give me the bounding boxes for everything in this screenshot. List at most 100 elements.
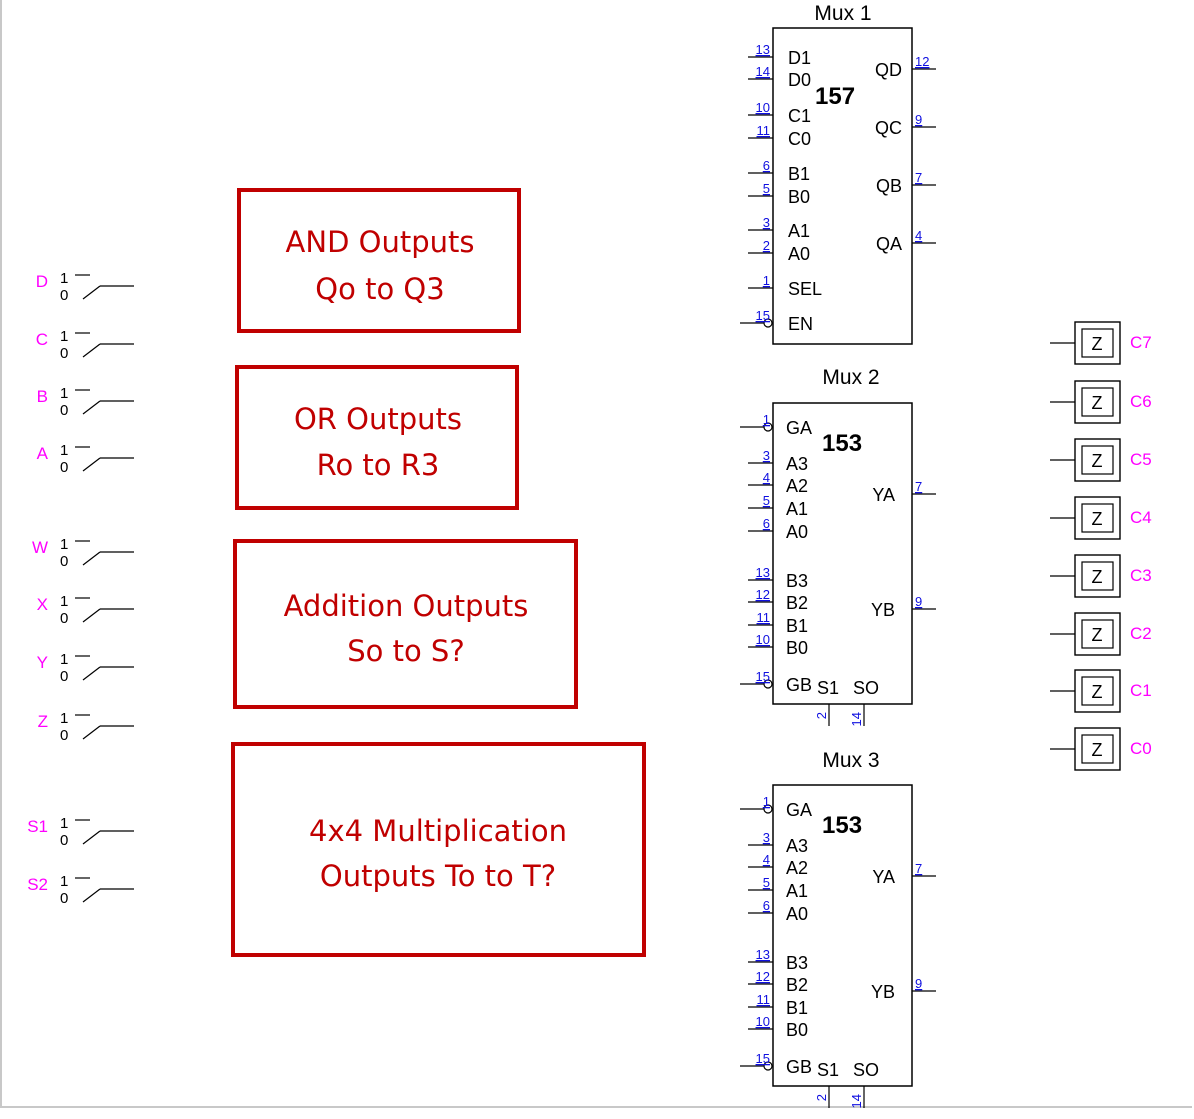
pin-name: A2 [786, 476, 808, 496]
probe-inner-box [1081, 328, 1114, 358]
pin-number: 4 [915, 228, 922, 243]
switch-low-label: 0 [60, 345, 68, 362]
pin-name: D1 [788, 48, 811, 68]
switch-low-label: 0 [60, 668, 68, 685]
pin-number: 11 [757, 992, 771, 1007]
inversion-bubble [763, 422, 773, 432]
pin-name: YB [871, 600, 895, 620]
switch-high-label: 1 [60, 873, 68, 890]
switch-lever [82, 666, 101, 681]
mux1-part-number: 157 [815, 83, 855, 110]
pin-number: 5 [763, 493, 770, 508]
pin-number: 15 [756, 308, 770, 323]
pin-number: 12 [915, 54, 929, 69]
inversion-bubble [763, 318, 773, 328]
pin-name: B0 [786, 1020, 808, 1040]
switch-lever [82, 343, 101, 358]
box-line-1: AND Outputs [286, 225, 475, 259]
pin-number: 13 [756, 947, 770, 962]
pin-number: 14 [849, 712, 864, 726]
pin-name: A0 [786, 904, 808, 924]
switch-low-label: 0 [60, 553, 68, 570]
pin-number: 7 [915, 170, 922, 185]
pin-name: YB [871, 982, 895, 1002]
probe-inner-box [1081, 734, 1114, 764]
input-label-x: X [37, 595, 48, 614]
switch-low-label: 0 [60, 890, 68, 907]
pin-number: 13 [756, 42, 770, 57]
switch-low-label: 0 [60, 287, 68, 304]
switch-lever [82, 608, 101, 623]
pin-name: B1 [788, 164, 810, 184]
output-label-c6: C6 [1130, 392, 1152, 411]
switch-lever [82, 830, 101, 845]
pin-number: 3 [763, 448, 770, 463]
switch-lever [82, 400, 101, 415]
switch-high-label: 1 [60, 815, 68, 832]
switch-lever [82, 725, 101, 740]
input-label-z: Z [38, 712, 48, 731]
box-line-2: Qo to Q3 [315, 272, 444, 306]
mux2-pin-yb: 9YB [871, 594, 936, 620]
box-border [237, 188, 521, 333]
probe-inner-box [1081, 676, 1114, 706]
mux1-pin-qa: 4QA [876, 228, 936, 254]
box-line-2: So to S? [347, 634, 465, 668]
pin-number: 7 [915, 861, 922, 876]
mux3-pin-ya: 7 YA [872, 861, 936, 887]
switch-high-label: 1 [60, 651, 68, 668]
switch-low-label: 0 [60, 610, 68, 627]
pin-number: 2 [763, 238, 770, 253]
switch-high-label: 1 [60, 328, 68, 345]
switch-low-label: 0 [60, 832, 68, 849]
input-label-a: A [37, 444, 49, 463]
box-border [231, 742, 646, 957]
pin-name: A0 [786, 522, 808, 542]
pin-name: A3 [786, 454, 808, 474]
pin-number: 14 [756, 64, 770, 79]
pin-number: 15 [756, 1051, 770, 1066]
pin-number: 3 [763, 215, 770, 230]
pin-number: 14 [849, 1094, 864, 1108]
pin-number: 1 [763, 794, 770, 809]
probe-state: Z [1092, 625, 1103, 645]
pin-name: YA [872, 867, 895, 887]
pin-name: C0 [788, 129, 811, 149]
input-label-b: B [37, 387, 48, 406]
mux1-title: Mux 1 [814, 2, 871, 25]
pin-name: B3 [786, 953, 808, 973]
switch-lever [82, 888, 101, 903]
mux3-body [772, 784, 913, 1087]
pin-number: 12 [756, 587, 770, 602]
inversion-bubble [763, 804, 773, 814]
